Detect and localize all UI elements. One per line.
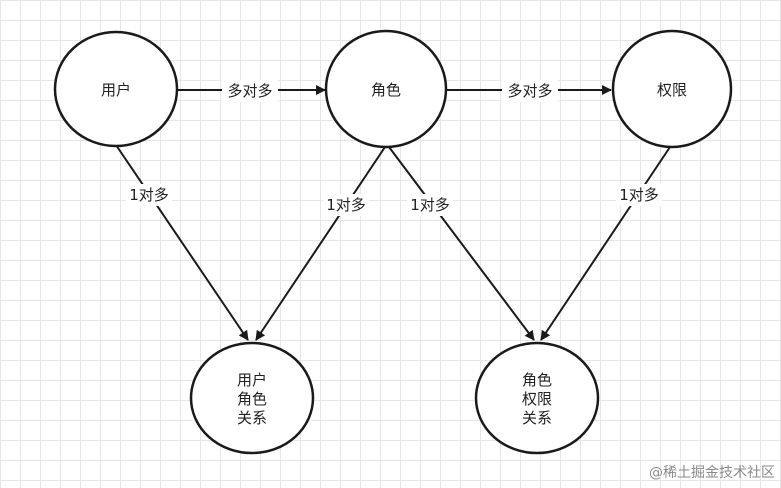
edge-label-permission-to-role-permission: 1对多 xyxy=(619,186,659,204)
node-role-permission-line-2: 权限 xyxy=(522,390,552,408)
edge-role-permission: 多对多 xyxy=(446,80,612,102)
node-user[interactable]: 用户 xyxy=(53,30,179,148)
edge-label-bg xyxy=(502,80,558,102)
edge-label-bg xyxy=(323,194,369,216)
node-user-role-relation-shape xyxy=(189,341,315,455)
edge-label-role-permission: 多对多 xyxy=(507,82,552,100)
node-role-label: 角色 xyxy=(371,81,401,99)
node-user-role-line-3: 关系 xyxy=(237,409,267,427)
node-role-permission-relation-shape xyxy=(474,341,600,455)
edge-user-role: 多对多 xyxy=(176,80,326,102)
edge-user-to-user-role: 1对多 xyxy=(115,144,249,341)
watermark: @稀土掘金技术社区 xyxy=(649,465,775,481)
node-permission-label: 权限 xyxy=(657,81,687,99)
node-user-role-relation[interactable]: 用户 角色 关系 xyxy=(189,341,315,455)
edge-label-bg xyxy=(126,184,172,206)
edge-role-to-role-permission: 1对多 xyxy=(388,146,535,341)
node-role[interactable]: 角色 xyxy=(324,29,448,149)
node-user-role-line-2: 角色 xyxy=(237,390,267,408)
node-permission[interactable]: 权限 xyxy=(611,29,733,149)
edge-label-role-to-role-permission: 1对多 xyxy=(410,196,450,214)
node-user-shape xyxy=(53,30,179,148)
edge-permission-to-role-permission: 1对多 xyxy=(540,146,671,341)
edge-label-user-role: 多对多 xyxy=(227,82,272,100)
edge-label-bg xyxy=(222,80,278,102)
node-user-label: 用户 xyxy=(101,81,131,99)
edge-label-user-to-user-role: 1对多 xyxy=(129,186,169,204)
node-role-permission-relation[interactable]: 角色 权限 关系 xyxy=(474,341,600,455)
edge-role-to-user-role: 1对多 xyxy=(255,146,386,341)
edge-label-bg xyxy=(616,184,662,206)
node-role-shape xyxy=(324,29,448,149)
edge-label-role-to-user-role: 1对多 xyxy=(326,196,366,214)
node-user-role-line-1: 用户 xyxy=(237,371,267,389)
node-role-permission-line-1: 角色 xyxy=(522,371,552,389)
node-permission-shape xyxy=(611,29,733,149)
edge-label-bg xyxy=(407,194,453,216)
node-role-permission-line-3: 关系 xyxy=(522,409,552,427)
